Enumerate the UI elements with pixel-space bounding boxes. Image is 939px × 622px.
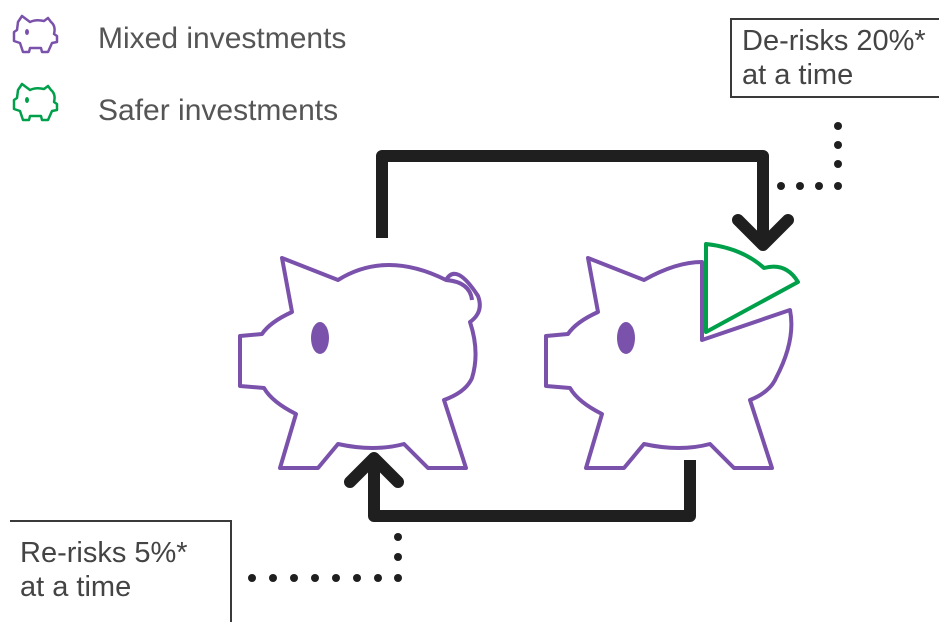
- de-risk-callout-line2: at a time: [742, 59, 854, 91]
- piggy-bank-derisked: [544, 242, 800, 470]
- legend-label-safer: Safer investments: [98, 94, 339, 127]
- piggy-bank-icon: [12, 82, 59, 122]
- piggy-bank-mixed: [238, 256, 482, 470]
- re-risk-callout-line1: Re-risks 5%*: [20, 537, 188, 569]
- re-risk-arrow: [344, 452, 696, 522]
- legend-label-mixed: Mixed investments: [98, 22, 347, 55]
- re-risk-dotted-connector: [248, 533, 402, 582]
- legend-item-mixed: [8, 12, 60, 56]
- safer-slice: [704, 242, 800, 334]
- de-risk-callout-line1: De-risks 20%*: [742, 25, 926, 57]
- piggy-bank-icon: [12, 14, 59, 54]
- de-risk-arrow: [376, 150, 794, 251]
- re-risk-callout: Re-risks 5%* at a time: [10, 520, 232, 622]
- legend-item-safer: [8, 80, 60, 124]
- de-risk-dotted-connector: [777, 122, 842, 190]
- de-risk-callout: De-risks 20%* at a time: [730, 18, 939, 98]
- re-risk-callout-line2: at a time: [20, 571, 132, 603]
